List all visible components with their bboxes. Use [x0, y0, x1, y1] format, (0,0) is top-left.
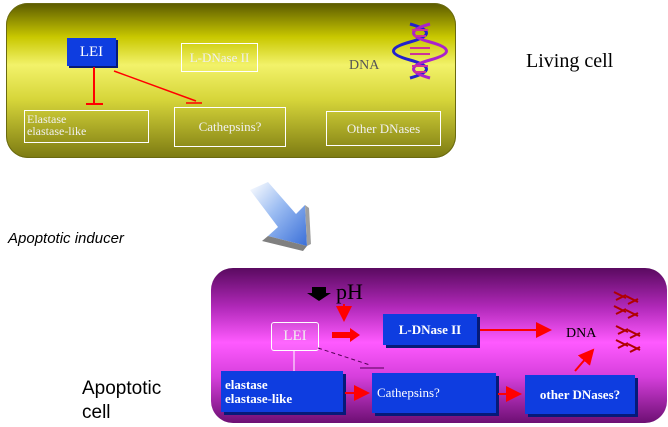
living-cell-label: Living cell [526, 50, 614, 72]
apoptotic-elastase-box: elastase elastase-like [221, 371, 343, 412]
living-dna-label: DNA [349, 58, 380, 73]
other-dnases-to-dna-arrow [574, 348, 595, 372]
living-ldnase-box: L-DNase II [181, 43, 258, 72]
living-other-dnases-label: Other DNases [346, 120, 421, 136]
transition-arrow-icon [250, 182, 311, 251]
living-ldnase-label: L-DNase II [189, 49, 250, 65]
apoptotic-cathepsins-label: Cathepsins? [377, 385, 440, 400]
apoptotic-elastase-like-label: elastase-like [225, 390, 293, 406]
lei-to-ldnase-arrow [332, 328, 360, 342]
living-cathepsins-label: Cathepsins? [198, 119, 262, 134]
apoptotic-elastase-label: elastase [225, 376, 268, 392]
apoptotic-ldnase-box: L-DNase II [383, 314, 477, 345]
living-cathepsins-box: Cathepsins? [174, 107, 286, 147]
ph-down-arrow-icon [307, 287, 331, 301]
living-cell-panel [6, 3, 456, 158]
ph-label: pH [336, 279, 363, 304]
apoptotic-other-dnases-box: other DNases? [525, 375, 635, 414]
living-elastase-label: Elastase [27, 112, 67, 126]
apoptotic-lei-box: LEI [271, 322, 319, 351]
living-elastase-box: Elastase elastase-like [24, 110, 149, 143]
living-lei-to-cathepsins-arrow [113, 70, 197, 102]
living-elastase-like-label: elastase-like [27, 124, 87, 138]
living-dna-helix-icon [392, 22, 448, 80]
living-lei-box: LEI [67, 38, 116, 66]
apoptotic-cell-label-1: Apoptotic [82, 378, 162, 399]
apoptotic-cathepsins-box: Cathepsins? [372, 373, 496, 413]
apoptotic-cell-label-2: cell [82, 402, 111, 423]
apoptotic-ldnase-label: L-DNase II [398, 321, 462, 337]
apoptotic-dna-label: DNA [566, 326, 597, 341]
fragmented-dna-icon [613, 291, 641, 353]
apoptotic-lei-label: LEI [283, 328, 307, 344]
lei-to-cathepsins-dashed [317, 347, 371, 366]
apoptotic-other-dnases-label: other DNases? [539, 386, 621, 402]
living-other-dnases-box: Other DNases [326, 111, 441, 146]
living-lei-inhibits-elastase [86, 67, 103, 105]
living-lei-label: LEI [79, 43, 104, 60]
apoptotic-inducer-label: Apoptotic inducer [8, 230, 124, 247]
